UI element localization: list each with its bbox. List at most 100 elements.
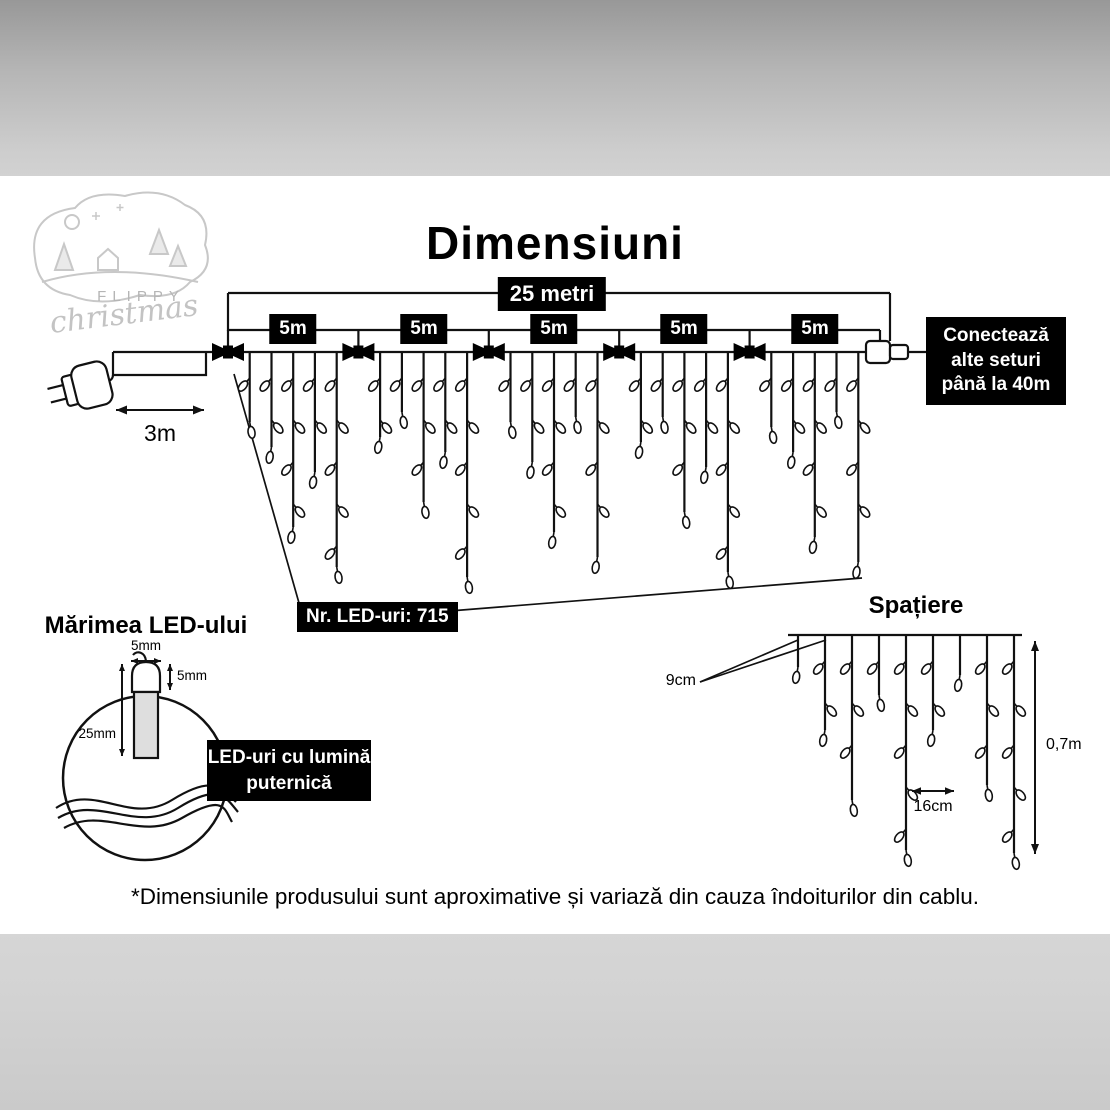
led-bulb-icon <box>672 461 686 476</box>
lead-wire-loop <box>111 352 208 377</box>
icicle-strand <box>498 352 517 440</box>
led-bulb-icon <box>399 411 409 430</box>
led-bulb-icon <box>814 503 828 518</box>
icicle-strand <box>411 352 436 520</box>
icicle-strand <box>824 352 843 430</box>
led-bulb-icon <box>466 503 480 518</box>
led-bulb-icon <box>265 446 274 465</box>
bulb-width-label: 5mm <box>131 638 161 653</box>
led-bulb-icon <box>920 660 934 675</box>
led-bulb-icon <box>308 471 318 490</box>
wire-joiner-icon <box>362 343 375 361</box>
logo-brand-text: FLIPPY <box>97 288 185 305</box>
lead-length-label: 3m <box>144 420 176 446</box>
led-bulb-icon <box>926 729 936 748</box>
led-bulb-icon <box>852 561 861 580</box>
disclaimer-text: *Dimensiunile produsului sunt aproximati… <box>131 884 979 909</box>
icicle-strand <box>846 352 871 580</box>
led-bulb-icon <box>839 660 853 675</box>
dimension-arrow <box>1031 641 1039 854</box>
led-bulb-icon <box>531 419 545 434</box>
led-bulb-icon <box>839 744 853 759</box>
led-bulb-icon <box>893 660 907 675</box>
led-bulb-icon <box>1001 828 1015 843</box>
led-bulb-icon <box>932 702 946 717</box>
wire-joiner-icon <box>342 343 355 361</box>
led-bulb-icon <box>553 503 567 518</box>
led-bulb-icon <box>324 461 338 476</box>
led-bulb-icon <box>1013 786 1027 801</box>
bulb-cap <box>130 660 162 694</box>
led-bulb-icon <box>422 419 436 434</box>
led-bulb-icon <box>846 461 859 476</box>
led-bulb-icon <box>905 702 919 717</box>
led-bulb-icon <box>727 503 741 518</box>
led-bulb-icon <box>808 536 818 555</box>
led-bulb-icon <box>498 377 512 392</box>
led-bulb-icon <box>634 441 644 460</box>
led-bulb-icon <box>373 436 383 455</box>
led-bulb-icon <box>681 511 691 530</box>
icicle-strand <box>433 352 458 470</box>
led-bulb-icon <box>705 419 719 434</box>
led-bulb-icon <box>851 702 865 717</box>
led-bulb-icon <box>824 702 838 717</box>
dimension-arrow <box>131 658 161 664</box>
led-bulb-icon <box>905 786 919 801</box>
led-bulb-icon <box>541 461 555 476</box>
spacing-heading: Spațiere <box>868 592 964 619</box>
icicle-strand <box>920 635 946 748</box>
led-bulb-icon <box>466 419 480 434</box>
led-bulb-icon <box>336 419 349 434</box>
led-bulb-icon <box>439 451 448 470</box>
led-bulb-icon <box>379 419 393 434</box>
icicle-strand <box>324 352 349 585</box>
icicle-strand <box>812 635 838 748</box>
led-bulb-icon <box>846 377 859 392</box>
led-bulb-icon <box>433 377 446 392</box>
led-bulb-icon <box>464 576 474 595</box>
led-bulb-icon <box>786 451 796 470</box>
main-icicle-strands <box>237 352 871 595</box>
led-bulb-icon <box>553 419 567 434</box>
led-bulb-icon <box>520 377 533 392</box>
wire-joiner-icon <box>753 343 766 361</box>
dimension-arrow <box>116 405 204 415</box>
led-bulb-icon <box>334 566 343 585</box>
led-bulb-icon <box>791 666 801 685</box>
led-bulb-icon <box>1013 702 1027 717</box>
icicle-strand <box>454 352 480 595</box>
led-bulb-icon <box>454 461 468 476</box>
icicle-strand <box>520 352 545 480</box>
wire-connectors <box>212 343 766 361</box>
extend-note-box: Conectează alte seturi până la 40m <box>926 317 1066 406</box>
led-bulb-icon <box>792 419 806 434</box>
end-connector-icon <box>864 339 926 365</box>
icicle-strand <box>953 635 963 693</box>
led-bulb-icon <box>893 744 907 759</box>
led-bulb-icon <box>596 419 610 434</box>
dimension-arrows <box>116 405 1039 854</box>
led-bulb-icon <box>292 419 306 434</box>
drop-length-label: 0,7m <box>1046 736 1082 753</box>
wire-joiner-icon <box>492 343 505 361</box>
led-count-box: Nr. LED-uri: 715 <box>297 602 458 632</box>
led-bulb-icon <box>768 426 778 445</box>
led-bulb-icon <box>324 377 338 392</box>
led-bulb-icon <box>727 419 741 434</box>
wire-joiner-icon <box>603 343 616 361</box>
dimension-arrow <box>912 787 954 795</box>
icicle-strand <box>839 635 865 818</box>
led-bulb-icon <box>715 545 729 560</box>
led-size-heading: Mărimea LED-ului <box>44 612 248 639</box>
wire-joiner-icon <box>232 343 244 361</box>
segment-label-box: 5m <box>791 314 839 344</box>
led-bulb-icon <box>389 377 403 392</box>
plug-icon <box>47 360 114 410</box>
segment-label-box: 5m <box>530 314 578 344</box>
led-bulb-icon <box>411 377 425 392</box>
icicle-strand <box>780 352 806 470</box>
led-bulb-icon <box>526 461 535 480</box>
